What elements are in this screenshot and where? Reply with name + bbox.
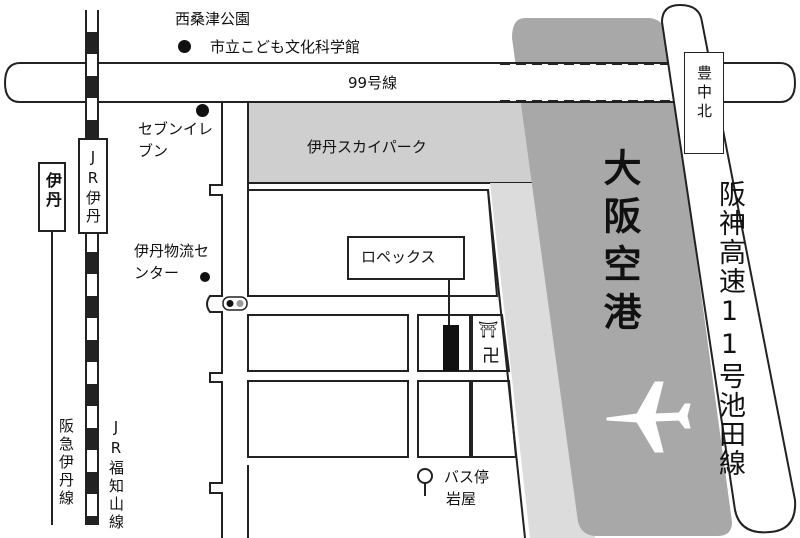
seven-eleven-label: セブンイレブン bbox=[138, 120, 214, 160]
block-4 bbox=[247, 380, 409, 458]
hankyu-station-name: 伊丹 bbox=[43, 172, 62, 210]
museum-label: 市立こども文化科学館 bbox=[210, 38, 361, 56]
airport-area bbox=[512, 18, 732, 536]
hankyu-station-box: 伊丹 bbox=[38, 162, 66, 232]
block-1 bbox=[247, 314, 409, 372]
left-road-edge bbox=[206, 102, 223, 538]
bus-stop-name: 岩屋 bbox=[446, 490, 477, 508]
toyonaka-kita-box: 豊中北 bbox=[684, 52, 724, 154]
lopex-building bbox=[443, 325, 459, 371]
museum-dot bbox=[178, 40, 191, 53]
block-5 bbox=[417, 380, 471, 458]
park-label: 西桑津公園 bbox=[175, 10, 251, 28]
seven-eleven-dot bbox=[196, 104, 209, 117]
airplane-icon bbox=[606, 381, 691, 453]
bus-stop-icon bbox=[417, 468, 433, 484]
jr-station-name: JR伊丹 bbox=[84, 148, 102, 226]
skypark-label: 伊丹スカイパーク bbox=[307, 138, 427, 156]
logistics-dot bbox=[200, 272, 210, 282]
road-99-airport-gap bbox=[500, 64, 672, 101]
jr-line-label: JR福知山線 bbox=[107, 418, 125, 532]
logistics-label: 伊丹物流センター bbox=[134, 242, 210, 282]
road-99-label: 99号線 bbox=[348, 74, 398, 92]
airport-fence bbox=[487, 189, 526, 538]
airport-label: 大阪空港 bbox=[597, 148, 641, 340]
shrine-label: ⛩ bbox=[478, 320, 499, 339]
expressway-label: 阪神高速11号池田線 bbox=[714, 180, 745, 478]
jr-station-box: JR伊丹 bbox=[78, 138, 108, 234]
hankyu-line-label: 阪急伊丹線 bbox=[57, 418, 75, 508]
bus-stop-label: バス停 bbox=[444, 468, 490, 486]
temple-label: 卍 bbox=[482, 346, 500, 367]
block-3 bbox=[471, 314, 511, 372]
lopex-label: ロペックス bbox=[361, 248, 436, 266]
toyonaka-kita-label: 豊中北 bbox=[695, 65, 713, 122]
lopex-label-box: ロペックス bbox=[347, 236, 465, 280]
